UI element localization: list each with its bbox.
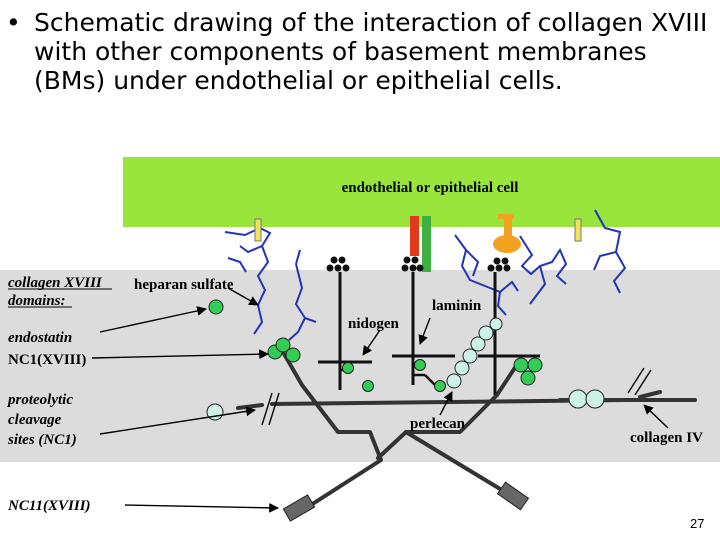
receptor-yellow-left: [255, 219, 261, 241]
nidogen-bead: [343, 363, 354, 374]
cleavage-label-line1: proteolytic: [6, 392, 73, 408]
nidogen-bead: [415, 360, 426, 371]
receptor-yellow-right: [575, 219, 581, 241]
endostatin-label: endostatin: [8, 330, 72, 346]
heparan-sulfate-label: heparan sulfate: [134, 277, 234, 293]
nc1-label: NC1(XVIII): [8, 352, 86, 368]
receptor-orange-cap: [498, 214, 514, 219]
nidogen-bead: [363, 381, 374, 392]
cleavage-label-line2: cleavage: [8, 412, 62, 428]
receptor-red: [410, 216, 419, 256]
laminin-label: laminin: [432, 298, 482, 314]
receptor-orange-head: [493, 235, 521, 253]
cell-label: endothelial or epithelial cell: [342, 180, 519, 196]
laminin-dot-clusters: [327, 257, 511, 272]
nidogen-bead: [435, 381, 446, 392]
collagen-iv-label: collagen IV: [630, 430, 703, 446]
nidogen-label: nidogen: [348, 316, 400, 332]
page-number: 27: [690, 516, 704, 531]
nc11-domain-block: [283, 495, 314, 521]
nc11-label: NC11(XVIII): [7, 498, 91, 514]
nc11-domain-block: [498, 482, 529, 510]
perlecan-label: perlecan: [410, 416, 466, 432]
receptor-green: [422, 216, 431, 272]
cleavage-label-line3: sites (NC1): [7, 432, 77, 448]
